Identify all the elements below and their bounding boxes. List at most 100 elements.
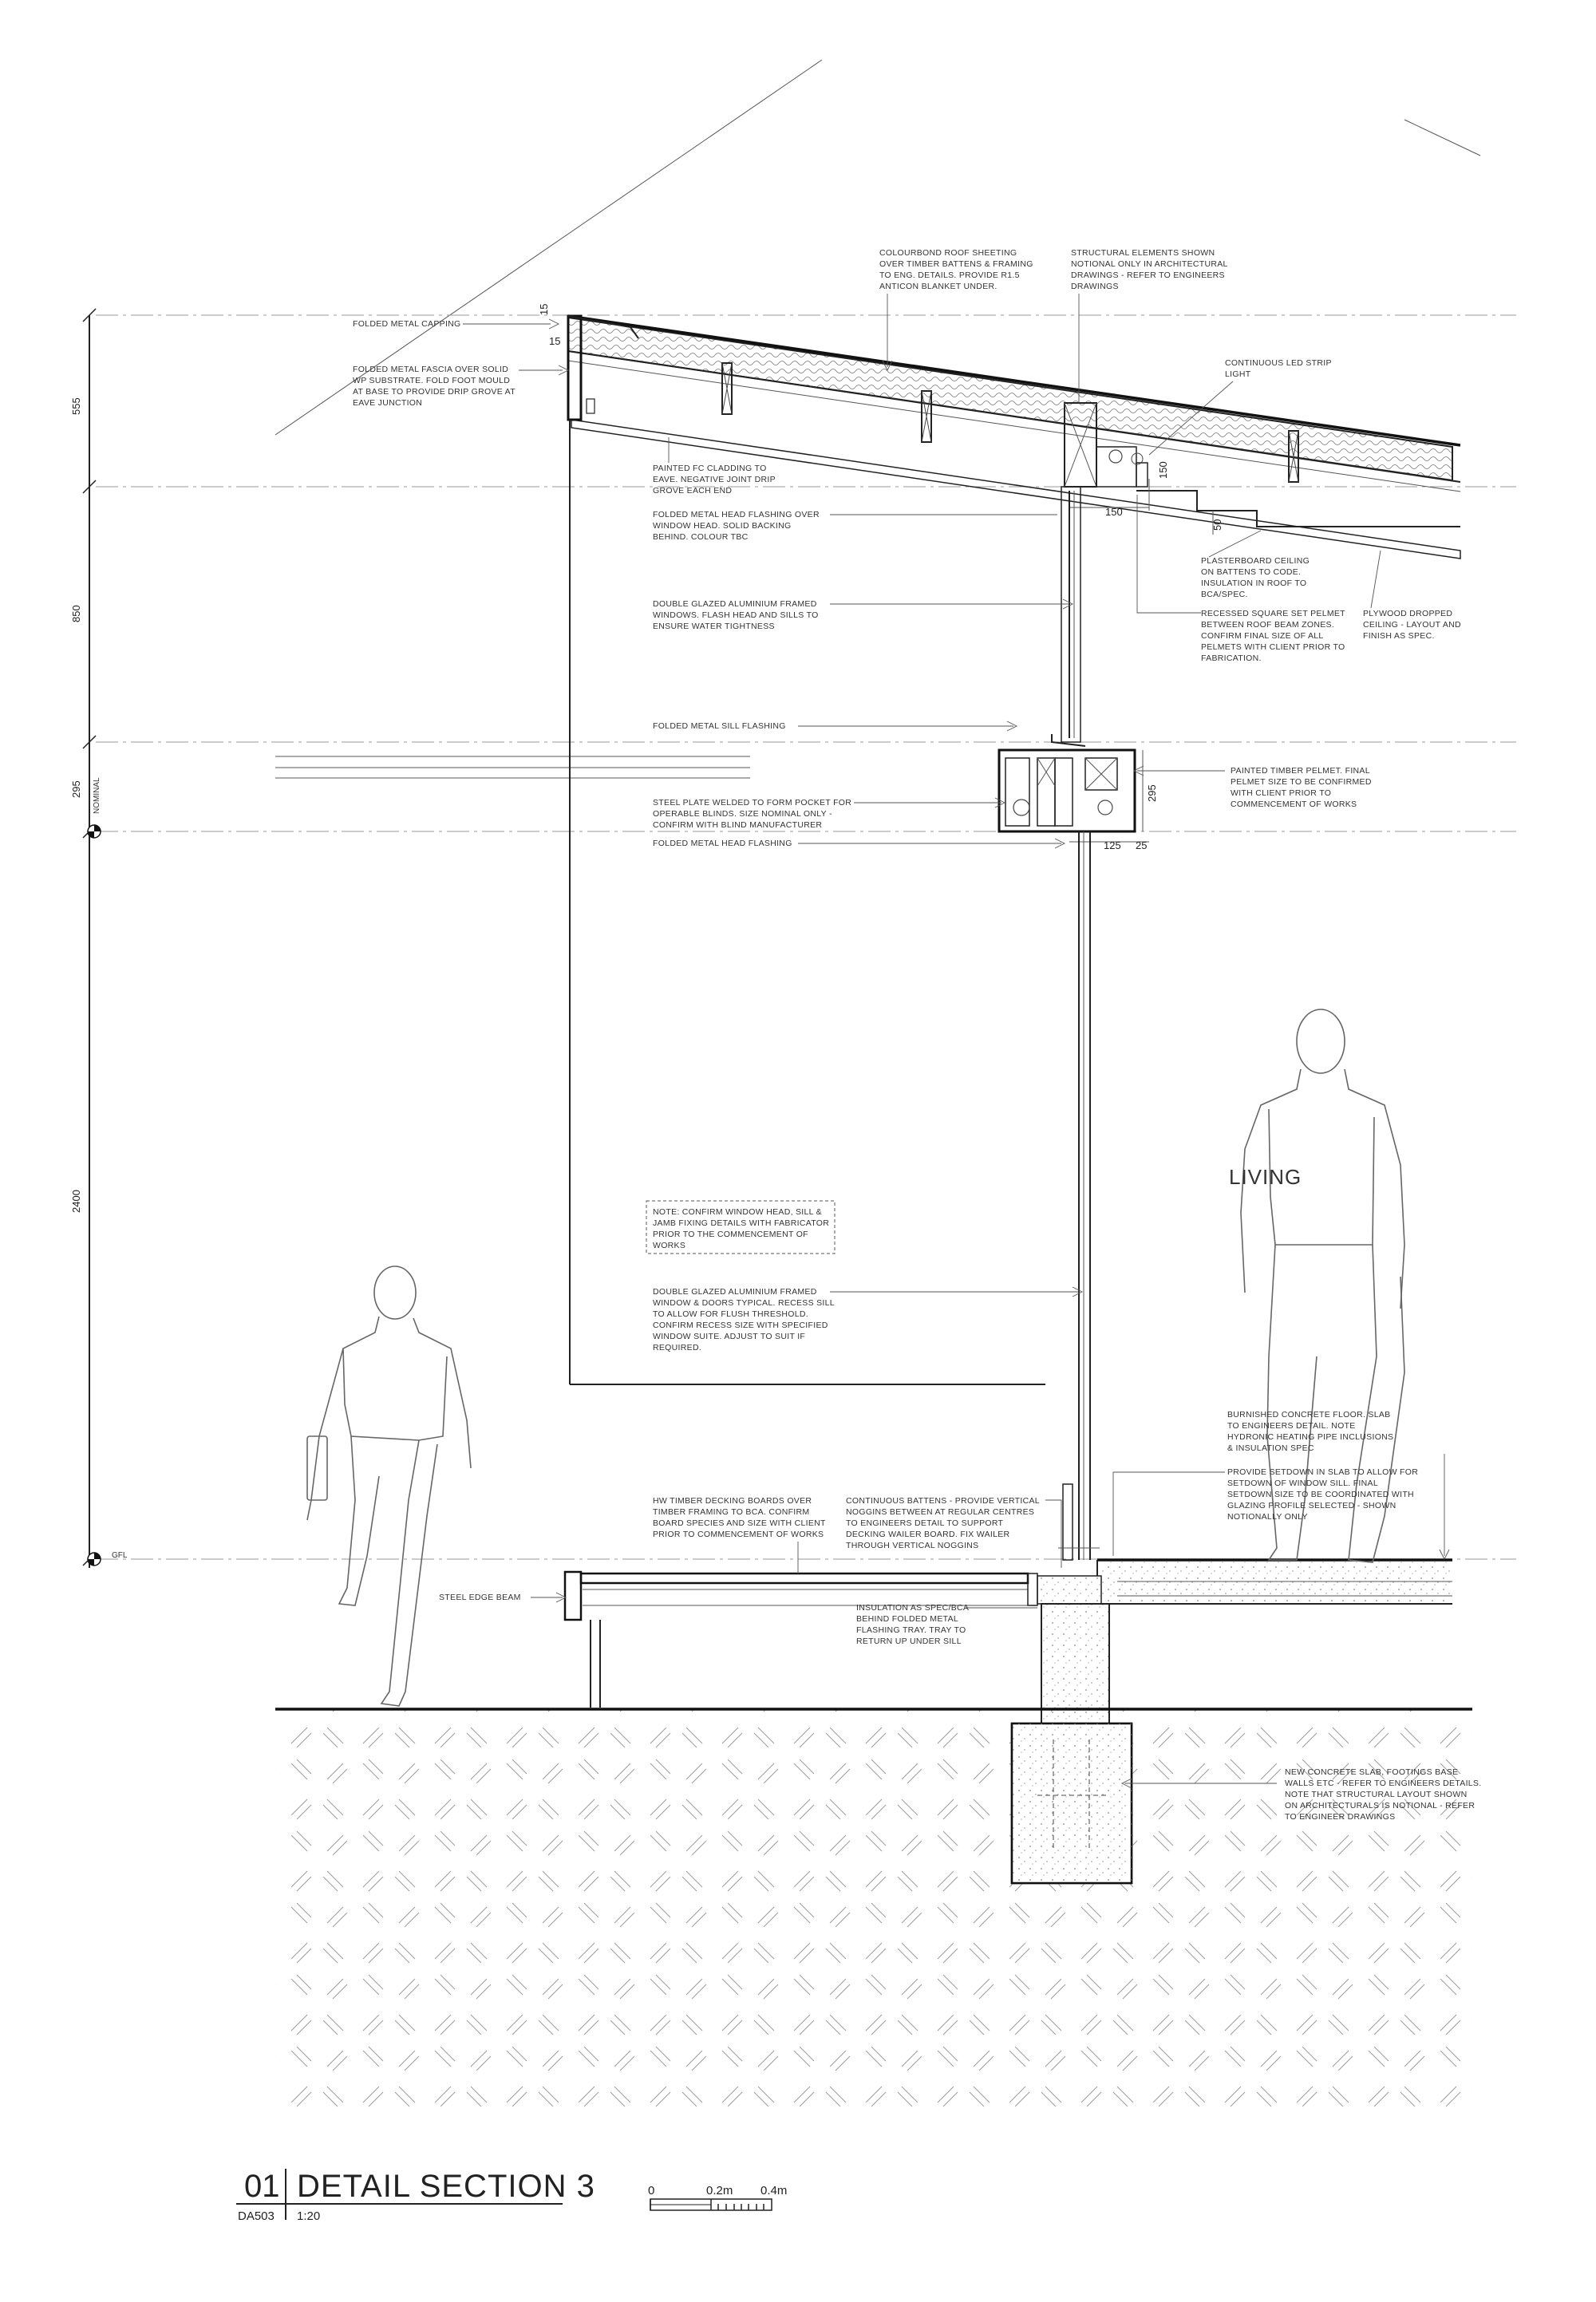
person-figure-inside — [1240, 1009, 1405, 1563]
svg-text:TO ENGINEER DRAWINGS: TO ENGINEER DRAWINGS — [1285, 1812, 1395, 1822]
dim-nominal: NOMINAL — [93, 777, 101, 814]
annotation-setdown: PROVIDE SETDOWN IN SLAB TO ALLOW FOR SET… — [1112, 1467, 1418, 1556]
lower-window-door — [1058, 831, 1100, 1561]
dim-15a: 15 — [538, 304, 550, 315]
annotation-steel-edge-beam: STEEL EDGE BEAM — [439, 1592, 567, 1603]
svg-text:SETDOWN SIZE TO BE COORDINATED: SETDOWN SIZE TO BE COORDINATED WITH — [1227, 1490, 1414, 1499]
svg-text:DOUBLE GLAZED ALUMINIUM FRAMED: DOUBLE GLAZED ALUMINIUM FRAMED — [653, 599, 817, 609]
annotation-fascia: FOLDED METAL FASCIA OVER SOLID WP SUBSTR… — [353, 365, 570, 408]
dim-50: 50 — [1211, 519, 1223, 531]
svg-text:ON ARCHITECTURALS IS NOTIONAL: ON ARCHITECTURALS IS NOTIONAL - REFER — [1285, 1801, 1475, 1810]
svg-text:COLOURBOND ROOF SHEETING: COLOURBOND ROOF SHEETING — [879, 248, 1017, 258]
dim-2400: 2400 — [70, 1190, 82, 1213]
svg-text:BEHIND FOLDED METAL: BEHIND FOLDED METAL — [856, 1614, 958, 1624]
annotation-folded-metal-capping: FOLDED METAL CAPPING — [353, 318, 560, 330]
dim-150b: 150 — [1105, 506, 1123, 518]
svg-text:GLAZING PROFILE SELECTED - SHO: GLAZING PROFILE SELECTED - SHOWN — [1227, 1501, 1396, 1510]
svg-text:TO ENGINEERS DETAIL TO SUPPORT: TO ENGINEERS DETAIL TO SUPPORT — [846, 1518, 1004, 1528]
dim-15b: 15 — [549, 335, 560, 347]
pelmet-assembly: 295 125 25 — [998, 748, 1158, 851]
annotation-plasterboard: PLASTERBOARD CEILING ON BATTENS TO CODE.… — [1201, 530, 1310, 599]
svg-text:ON BATTENS TO CODE.: ON BATTENS TO CODE. — [1201, 567, 1301, 577]
svg-text:STEEL EDGE BEAM: STEEL EDGE BEAM — [439, 1593, 521, 1602]
title-block: 01 DETAIL SECTION 3 DA503 1:20 — [236, 2169, 595, 2223]
svg-text:GROVE EACH END: GROVE EACH END — [653, 486, 732, 496]
svg-text:FOLDED METAL HEAD FLASHING: FOLDED METAL HEAD FLASHING — [653, 839, 792, 848]
svg-text:PLASTERBOARD CEILING: PLASTERBOARD CEILING — [1201, 556, 1310, 566]
timber-deck — [563, 1570, 1038, 1708]
svg-text:NOTIONALLY ONLY: NOTIONALLY ONLY — [1227, 1512, 1308, 1522]
svg-text:PLYWOOD DROPPED: PLYWOOD DROPPED — [1363, 609, 1452, 618]
svg-text:PAINTED FC CLADDING TO: PAINTED FC CLADDING TO — [653, 464, 767, 473]
drawing-scale: 1:20 — [297, 2209, 320, 2223]
svg-text:NOTIONAL ONLY IN ARCHITECTURAL: NOTIONAL ONLY IN ARCHITECTURAL — [1071, 259, 1228, 269]
annotation-plywood: PLYWOOD DROPPED CEILING - LAYOUT AND FIN… — [1363, 550, 1461, 641]
svg-text:ANTICON BLANKET UNDER.: ANTICON BLANKET UNDER. — [879, 282, 998, 291]
svg-text:DECKING WAILER BOARD. FIX WAIL: DECKING WAILER BOARD. FIX WAILER — [846, 1530, 1010, 1539]
svg-text:JAMB FIXING DETAILS WITH FABRI: JAMB FIXING DETAILS WITH FABRICATOR — [653, 1218, 829, 1228]
svg-text:FOLDED METAL SILL FLASHING: FOLDED METAL SILL FLASHING — [653, 721, 786, 731]
svg-text:PELMET SIZE TO BE CONFIRMED: PELMET SIZE TO BE CONFIRMED — [1231, 777, 1372, 787]
svg-text:PRIOR TO COMMENCEMENT OF WORKS: PRIOR TO COMMENCEMENT OF WORKS — [653, 1530, 824, 1539]
svg-text:TIMBER FRAMING TO BCA. CONFIRM: TIMBER FRAMING TO BCA. CONFIRM — [653, 1507, 809, 1517]
svg-text:DOUBLE GLAZED ALUMINIUM FRAMED: DOUBLE GLAZED ALUMINIUM FRAMED — [653, 1287, 817, 1297]
svg-text:PROVIDE SETDOWN IN SLAB TO ALL: PROVIDE SETDOWN IN SLAB TO ALLOW FOR — [1227, 1467, 1418, 1477]
svg-text:BURNISHED CONCRETE FLOOR. SLAB: BURNISHED CONCRETE FLOOR. SLAB — [1227, 1410, 1390, 1420]
svg-text:INSULATION AS SPEC/BCA: INSULATION AS SPEC/BCA — [856, 1603, 969, 1613]
svg-text:THROUGH VERTICAL NOGGINS: THROUGH VERTICAL NOGGINS — [846, 1541, 978, 1550]
svg-text:BCA/SPEC.: BCA/SPEC. — [1201, 590, 1248, 599]
annotation-footings: NEW CONCRETE SLAB, FOOTINGS BASE WALLS E… — [1120, 1767, 1481, 1822]
svg-text:PELMETS WITH CLIENT PRIOR TO: PELMETS WITH CLIENT PRIOR TO — [1201, 642, 1345, 652]
dim-850: 850 — [70, 605, 82, 622]
svg-text:WINDOW HEAD. SOLID BACKING: WINDOW HEAD. SOLID BACKING — [653, 521, 791, 531]
annotation-structural: STRUCTURAL ELEMENTS SHOWN NOTIONAL ONLY … — [1071, 248, 1228, 403]
svg-text:PRIOR TO THE COMMENCEMENT OF: PRIOR TO THE COMMENCEMENT OF — [653, 1230, 808, 1239]
annotation-timber-pelmet: PAINTED TIMBER PELMET. FINAL PELMET SIZE… — [1132, 765, 1372, 809]
svg-text:HW TIMBER DECKING BOARDS OVER: HW TIMBER DECKING BOARDS OVER — [653, 1496, 812, 1506]
svg-text:CONTINUOUS LED STRIP: CONTINUOUS LED STRIP — [1225, 358, 1332, 368]
svg-text:RECESSED SQUARE SET PELMET: RECESSED SQUARE SET PELMET — [1201, 609, 1345, 618]
annotation-concrete-floor: BURNISHED CONCRETE FLOOR. SLAB TO ENGINE… — [1227, 1410, 1450, 1561]
svg-text:REQUIRED.: REQUIRED. — [653, 1343, 701, 1352]
annotation-battens: CONTINUOUS BATTENS - PROVIDE VERTICAL NO… — [846, 1496, 1062, 1568]
annotation-fc-cladding: PAINTED FC CLADDING TO EAVE. NEGATIVE JO… — [653, 437, 776, 496]
annotation-insulation: INSULATION AS SPEC/BCA BEHIND FOLDED MET… — [856, 1603, 1037, 1646]
floor-slab — [1037, 1558, 1452, 1605]
dim-295-pelmet: 295 — [1146, 784, 1158, 802]
svg-text:FABRICATION.: FABRICATION. — [1201, 653, 1262, 663]
roof-outline-left — [275, 59, 823, 436]
detail-title: DETAIL SECTION 3 — [297, 2169, 595, 2204]
svg-text:STEEL PLATE WELDED TO FORM POC: STEEL PLATE WELDED TO FORM POCKET FOR — [653, 798, 851, 807]
svg-text:INSULATION IN ROOF TO: INSULATION IN ROOF TO — [1201, 578, 1306, 588]
svg-text:OPERABLE BLINDS. SIZE NOMINAL: OPERABLE BLINDS. SIZE NOMINAL ONLY - — [653, 809, 832, 819]
annotation-led-strip: CONTINUOUS LED STRIP LIGHT — [1148, 358, 1332, 456]
dim-295: 295 — [70, 780, 82, 798]
svg-text:CEILING - LAYOUT AND: CEILING - LAYOUT AND — [1363, 620, 1461, 630]
svg-text:EAVE. NEGATIVE JOINT DRIP: EAVE. NEGATIVE JOINT DRIP — [653, 475, 776, 484]
svg-text:BETWEEN ROOF BEAM ZONES.: BETWEEN ROOF BEAM ZONES. — [1201, 620, 1334, 630]
roof-assembly: 15 15 150 150 50 — [538, 304, 1461, 559]
svg-text:RETURN UP UNDER SILL: RETURN UP UNDER SILL — [856, 1637, 962, 1646]
eave-cladding-panel — [569, 420, 1045, 1385]
annotation-head-flashing-window: FOLDED METAL HEAD FLASHING OVER WINDOW H… — [653, 510, 1057, 542]
svg-text:OVER TIMBER BATTENS & FRAMING: OVER TIMBER BATTENS & FRAMING — [879, 259, 1033, 269]
scale-label-02: 0.2m — [706, 2184, 733, 2197]
dim-25: 25 — [1136, 839, 1147, 851]
svg-text:HYDRONIC HEATING PIPE INCLUSIO: HYDRONIC HEATING PIPE INCLUSIONS — [1227, 1432, 1393, 1442]
svg-text:WALLS ETC - REFER TO ENGINEERS: WALLS ETC - REFER TO ENGINEERS DETAILS. — [1285, 1779, 1481, 1788]
svg-text:TO ALLOW FOR FLUSH THRESHOLD.: TO ALLOW FOR FLUSH THRESHOLD. — [653, 1309, 808, 1319]
svg-text:CONFIRM WITH BLIND MANUFACTURE: CONFIRM WITH BLIND MANUFACTURER — [653, 820, 822, 830]
svg-text:NOTE THAT STRUCTURAL LAYOUT SH: NOTE THAT STRUCTURAL LAYOUT SHOWN — [1285, 1790, 1467, 1799]
room-label-living: LIVING — [1229, 1165, 1302, 1189]
svg-text:WORKS: WORKS — [653, 1241, 685, 1250]
svg-text:WINDOWS. FLASH HEAD AND SILLS: WINDOWS. FLASH HEAD AND SILLS TO — [653, 610, 819, 620]
svg-text:DRAWINGS - REFER TO ENGINEERS: DRAWINGS - REFER TO ENGINEERS — [1071, 270, 1225, 280]
svg-text:TO ENG. DETAILS. PROVIDE R1.5: TO ENG. DETAILS. PROVIDE R1.5 — [879, 270, 1020, 280]
annotation-head-flashing: FOLDED METAL HEAD FLASHING — [653, 838, 1066, 849]
svg-text:NOGGINS BETWEEN AT REGULAR CEN: NOGGINS BETWEEN AT REGULAR CENTRES — [846, 1507, 1034, 1517]
level-marker-head — [87, 824, 101, 839]
svg-text:WINDOW SUITE. ADJUST TO SUIT I: WINDOW SUITE. ADJUST TO SUIT IF — [653, 1332, 805, 1341]
dim-125: 125 — [1104, 839, 1121, 851]
annotation-sill-flashing: FOLDED METAL SILL FLASHING — [653, 721, 1018, 732]
svg-text:FLASHING TRAY. TRAY TO: FLASHING TRAY. TRAY TO — [856, 1625, 966, 1635]
